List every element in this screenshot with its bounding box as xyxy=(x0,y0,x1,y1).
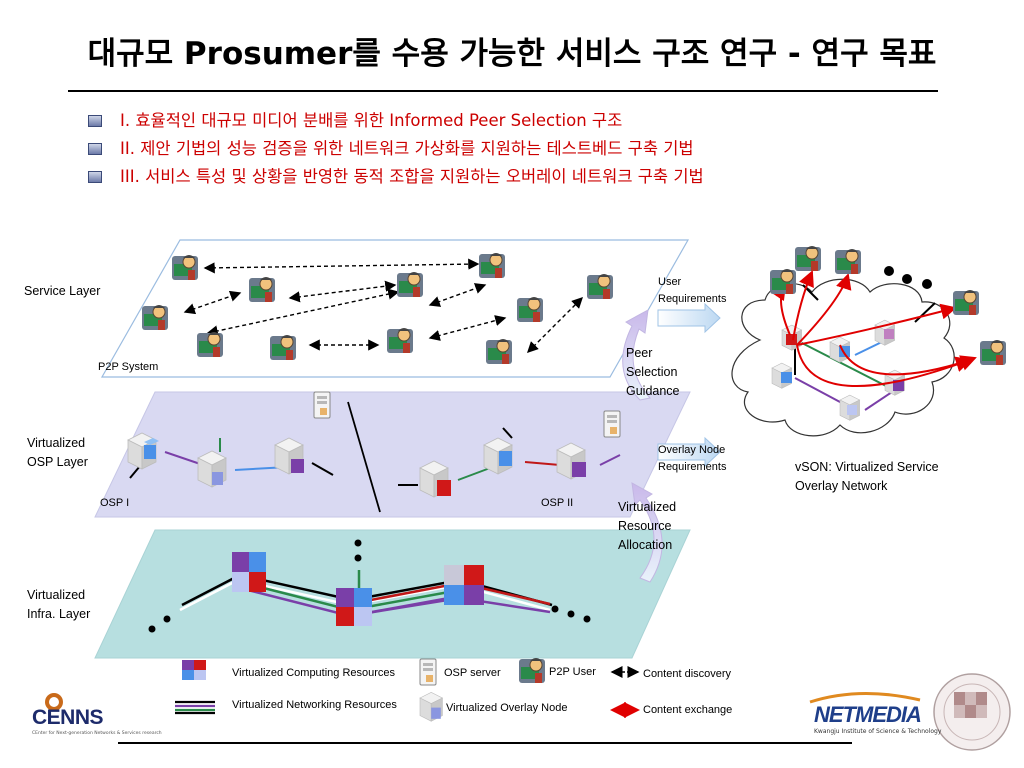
ellipsis-dots xyxy=(148,266,932,633)
vra-label-2: Resource xyxy=(618,519,672,533)
user-req-label-2: Requirements xyxy=(658,293,727,305)
osp-one-label: OSP I xyxy=(100,497,130,509)
p2p-user-icon xyxy=(586,273,614,300)
peer-sel-label-1: Peer xyxy=(626,346,653,360)
flow-arrows xyxy=(622,302,721,583)
infra-layer-label-2: Infra. Layer xyxy=(27,607,91,621)
infra-layer-plane xyxy=(94,529,691,659)
gist-seal-icon xyxy=(933,673,1011,751)
p2p-user-icon xyxy=(485,338,513,365)
overlay-req-label-2: Requirements xyxy=(658,461,727,473)
cenns-logo-swoosh-icon xyxy=(45,693,63,710)
netmedia-logo-subtext: Kwangju Institute of Science & Technolog… xyxy=(814,728,942,735)
legend-discovery-label: Content discovery xyxy=(643,668,732,680)
legend-osp-server-label: OSP server xyxy=(444,667,501,679)
osp-layer-label-1: Virtualized xyxy=(27,436,86,450)
p2p-user-icon xyxy=(834,248,862,275)
legend-networking-label: Virtualized Networking Resources xyxy=(232,699,397,711)
legend-overlay-node-label: Virtualized Overlay Node xyxy=(446,702,568,714)
osp-server-icon xyxy=(603,410,621,438)
p2p-user-icon xyxy=(769,268,797,295)
vson-label-2: Overlay Network xyxy=(795,479,888,493)
p2p-user-icon xyxy=(269,334,297,361)
objective-item: II. 제안 기법의 성능 검증을 위한 네트워크 가상화를 지원하는 테스트베… xyxy=(88,136,704,164)
peer-sel-label-3: Guidance xyxy=(626,384,680,398)
bullet-icon xyxy=(88,115,102,127)
osp-layer-plane xyxy=(94,391,691,518)
service-layer-label: Service Layer xyxy=(24,284,101,298)
p2p-user-icon xyxy=(516,296,544,323)
bullet-icon xyxy=(88,143,102,155)
legend-computing-label: Virtualized Computing Resources xyxy=(232,667,396,679)
legend-overlay-node-icon xyxy=(419,692,443,722)
bullet-icon xyxy=(88,171,102,183)
peer-sel-label-2: Selection xyxy=(626,365,678,379)
legend-p2p-user-label: P2P User xyxy=(549,666,596,678)
p2p-user-icon xyxy=(979,339,1007,366)
legend-computing-icon xyxy=(182,660,206,680)
p2p-system-label: P2P System xyxy=(98,361,159,373)
netmedia-logo: NETMEDIA Kwangju Institute of Science & … xyxy=(800,690,941,740)
vra-label-3: Allocation xyxy=(618,538,673,552)
cenns-logo: CENNS CEnter for Next-generation Network… xyxy=(30,690,162,742)
objective-text: II. 제안 기법의 성능 검증을 위한 네트워크 가상화를 지원하는 테스트베… xyxy=(120,139,694,158)
p2p-user-icon xyxy=(396,271,424,298)
vson-label-1: vSON: Virtualized Service xyxy=(795,460,939,474)
legend-networking-icon xyxy=(175,700,215,715)
vra-label-1: Virtualized xyxy=(618,500,677,514)
title-rule xyxy=(68,90,938,92)
p2p-user-icon xyxy=(248,276,276,303)
objective-list: I. 효율적인 대규모 미디어 분배를 위한 Informed Peer Sel… xyxy=(88,108,704,192)
objective-text: III. 서비스 특성 및 상황을 반영한 동적 조합을 지원하는 오버레이 네… xyxy=(120,167,704,186)
overlay-req-label-1: Overlay Node xyxy=(658,444,726,456)
infra-layer-label-1: Virtualized xyxy=(27,588,86,602)
osp-nodes xyxy=(127,432,586,498)
netmedia-logo-text: NETMEDIA xyxy=(814,702,922,727)
osp-layer-label-2: OSP Layer xyxy=(27,455,88,469)
cenns-logo-text: CENNS xyxy=(32,706,104,729)
user-req-label-1: User xyxy=(658,276,682,288)
p2p-user-icon xyxy=(952,289,980,316)
osp-divider xyxy=(347,401,381,513)
objective-item: I. 효율적인 대규모 미디어 분배를 위한 Informed Peer Sel… xyxy=(88,108,704,136)
infra-resource-blocks xyxy=(232,552,484,626)
osp-server-icon xyxy=(313,391,331,419)
p2p-user-icon xyxy=(386,327,414,354)
p2p-user-icon xyxy=(171,254,199,281)
netmedia-swoosh-icon xyxy=(809,691,921,704)
legend-exchange-label: Content exchange xyxy=(643,704,733,716)
slide-title: 대규모 Prosumer를 수용 가능한 서비스 구조 연구 - 연구 목표 xyxy=(87,36,937,72)
legend-p2p-user-icon xyxy=(518,657,546,684)
objective-item: III. 서비스 특성 및 상황을 반영한 동적 조합을 지원하는 오버레이 네… xyxy=(88,164,704,192)
osp-two-label: OSP II xyxy=(541,497,574,509)
p2p-user-icon xyxy=(196,331,224,358)
discovery-links xyxy=(183,258,583,353)
cenns-logo-subtext: CEnter for Next-generation Networks & Se… xyxy=(32,731,162,736)
p2p-user-icon xyxy=(478,252,506,279)
p2p-user-icon xyxy=(141,304,169,331)
vson-nodes xyxy=(771,319,905,421)
objective-text: I. 효율적인 대규모 미디어 분배를 위한 Informed Peer Sel… xyxy=(120,111,623,130)
p2p-user-icon xyxy=(794,245,822,272)
legend-osp-server-icon xyxy=(419,658,437,686)
